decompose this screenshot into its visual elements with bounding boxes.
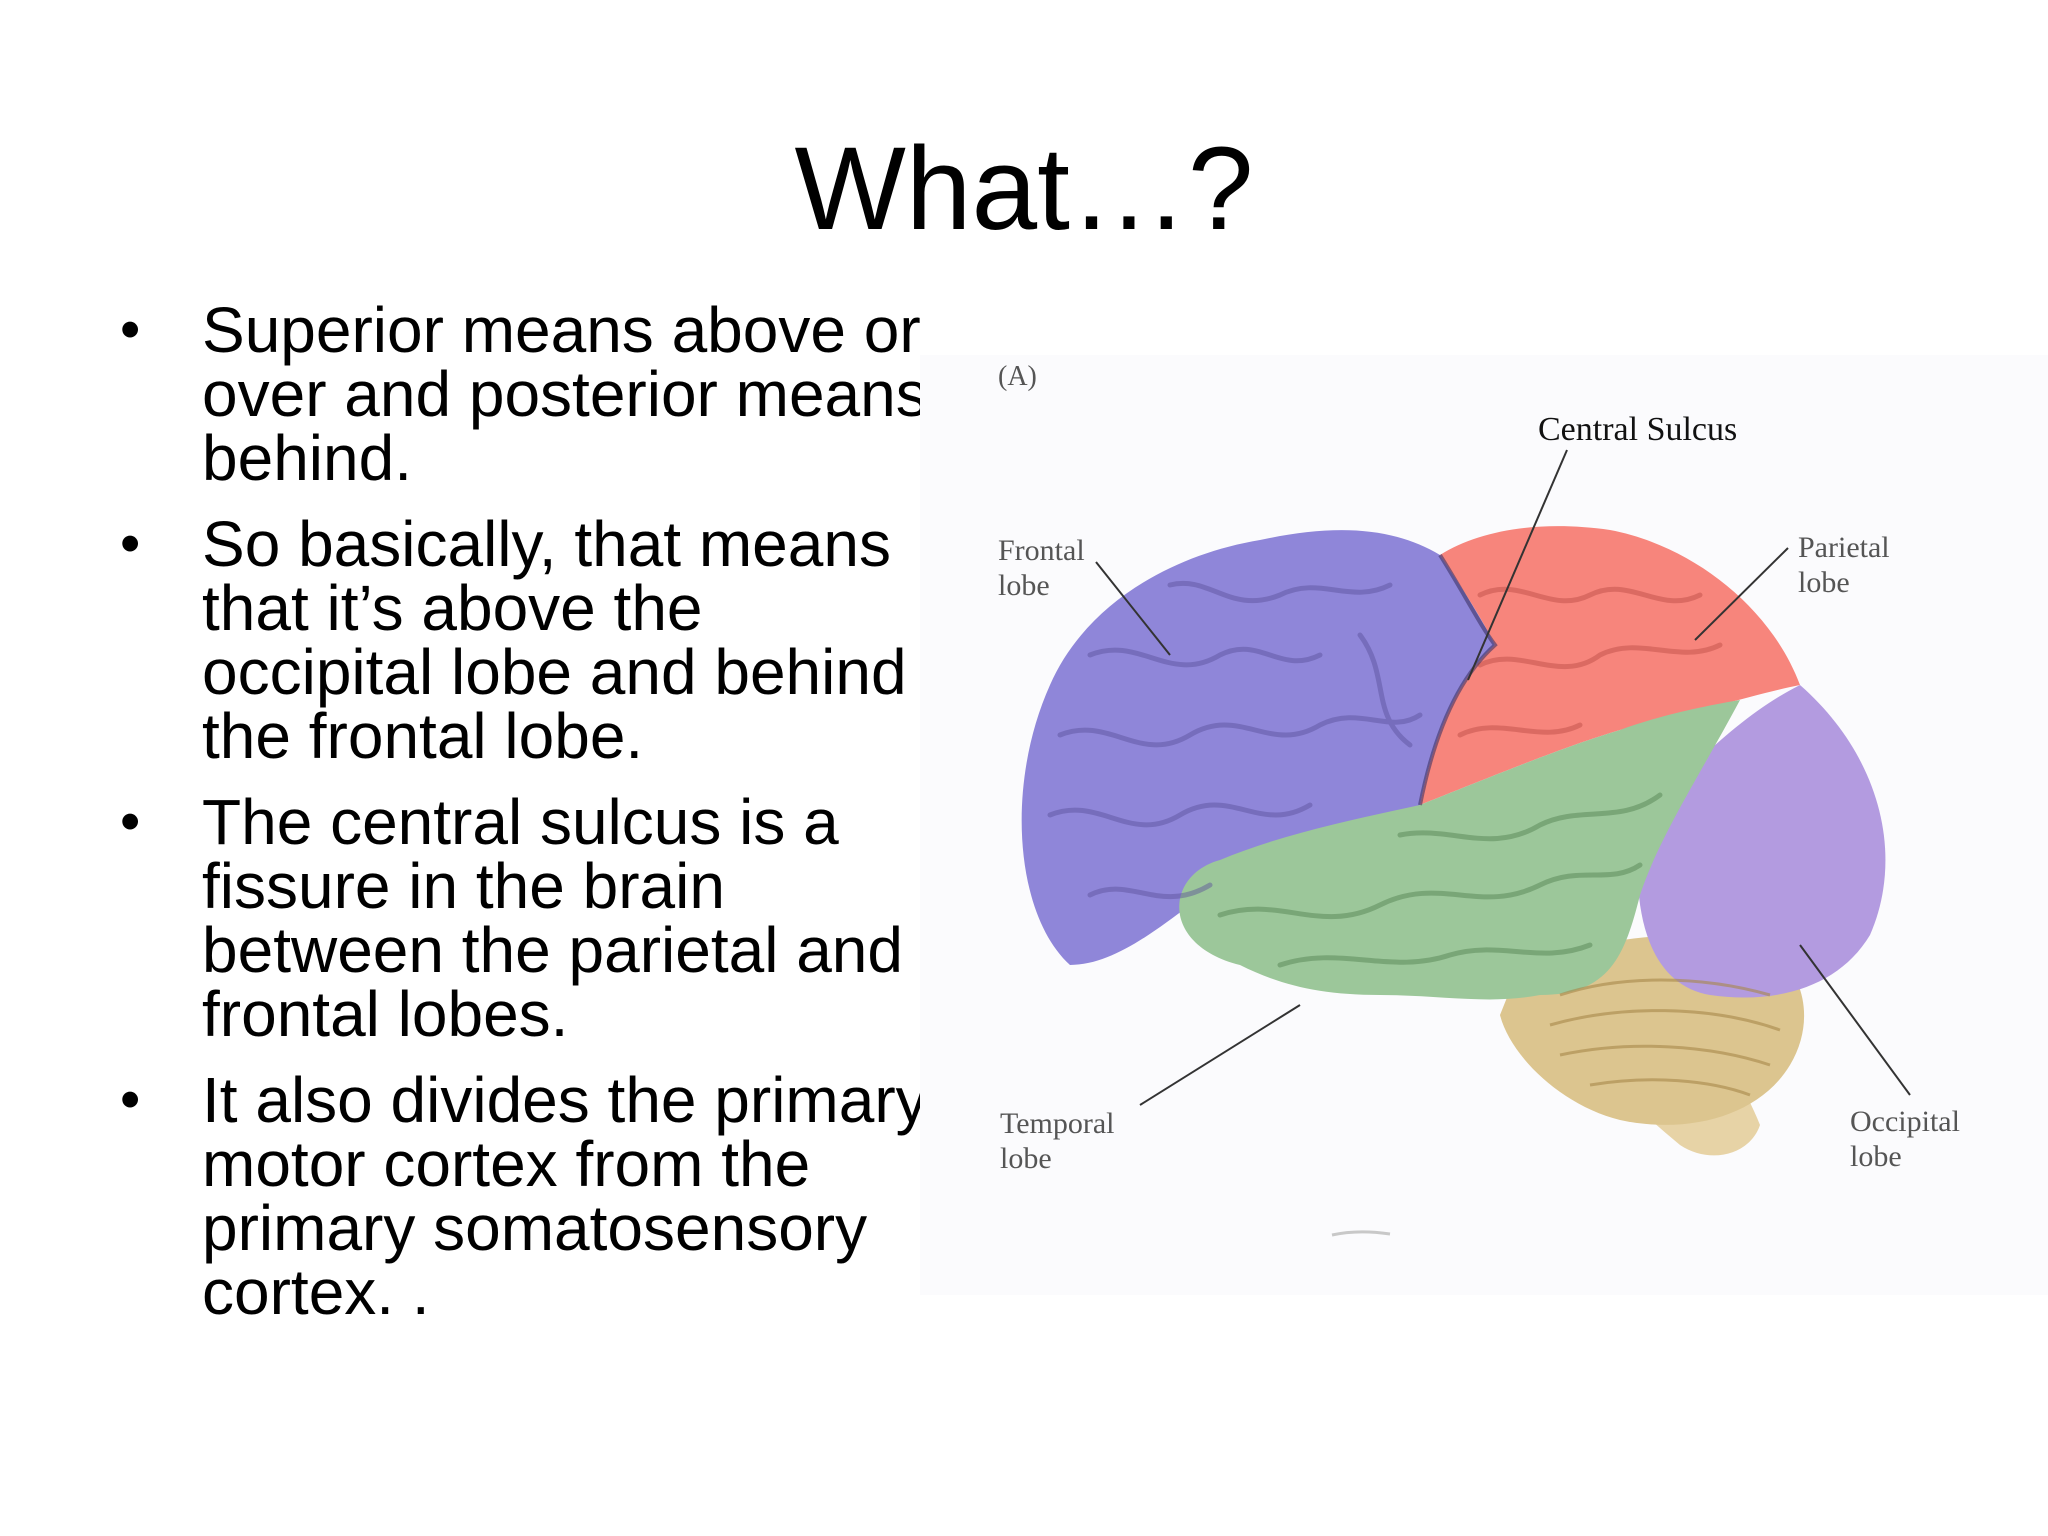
bullet-marker: • <box>120 511 141 576</box>
occipital-leader <box>1799 944 1911 1096</box>
frontal-label-line2: lobe <box>998 569 1050 602</box>
gyri-pattern <box>1457 586 1723 738</box>
bullet-marker: • <box>120 789 141 854</box>
bullet-list: • Superior means above or over and poste… <box>120 298 940 1346</box>
bullet-text: Superior means above or over and posteri… <box>202 294 928 494</box>
frontal-label-line1: Frontal <box>998 534 1085 567</box>
bullet-text: The central sulcus is a fissure in the b… <box>202 786 903 1050</box>
leader-lines <box>1095 449 1911 1106</box>
parietal-label-line2: lobe <box>1798 566 1850 599</box>
temporal-leader <box>1139 1004 1301 1106</box>
bullet-marker: • <box>120 297 141 362</box>
gyri-pattern <box>1047 580 1423 900</box>
bullet-item: • The central sulcus is a fissure in the… <box>120 789 940 1047</box>
panel-label: (A) <box>998 361 1037 392</box>
bullet-marker: • <box>120 1067 141 1132</box>
cerebellum-folia <box>1549 978 1781 1097</box>
central-sulcus-leader <box>1467 449 1568 681</box>
parietal-leader <box>1694 547 1789 641</box>
parietal-lobe <box>1420 526 1800 805</box>
central-sulcus-label: Central Sulcus <box>1538 411 1737 448</box>
smudge-mark <box>1331 1230 1391 1237</box>
parietal-label-line1: Parietal <box>1798 531 1890 564</box>
bullet-item: • Superior means above or over and poste… <box>120 297 940 491</box>
temporal-label-line2: lobe <box>1000 1142 1052 1175</box>
occipital-label-line2: lobe <box>1850 1140 1902 1173</box>
frontal-lobe <box>1021 530 1495 965</box>
occipital-label-line1: Occipital <box>1850 1105 1960 1138</box>
brain-lobes-figure: (A) Central Sulcus Frontal lobe Parietal… <box>920 355 2048 1295</box>
frontal-leader <box>1095 561 1171 656</box>
temporal-label-line1: Temporal <box>1000 1107 1115 1140</box>
slide-title: What…? <box>794 123 1254 255</box>
central-sulcus-groove <box>1418 553 1498 806</box>
bullet-text: It also divides the primary motor cortex… <box>202 1064 928 1328</box>
bullet-item: • So basically, that means that it’s abo… <box>120 511 940 769</box>
bullet-text: So basically, that means that it’s above… <box>202 508 907 772</box>
gyri-pattern <box>1217 792 1663 968</box>
temporal-lobe <box>1179 700 1740 1000</box>
brain-diagram: (A) Central Sulcus Frontal lobe Parietal… <box>920 355 2048 1295</box>
bullet-item: • It also divides the primary motor cort… <box>120 1067 940 1325</box>
